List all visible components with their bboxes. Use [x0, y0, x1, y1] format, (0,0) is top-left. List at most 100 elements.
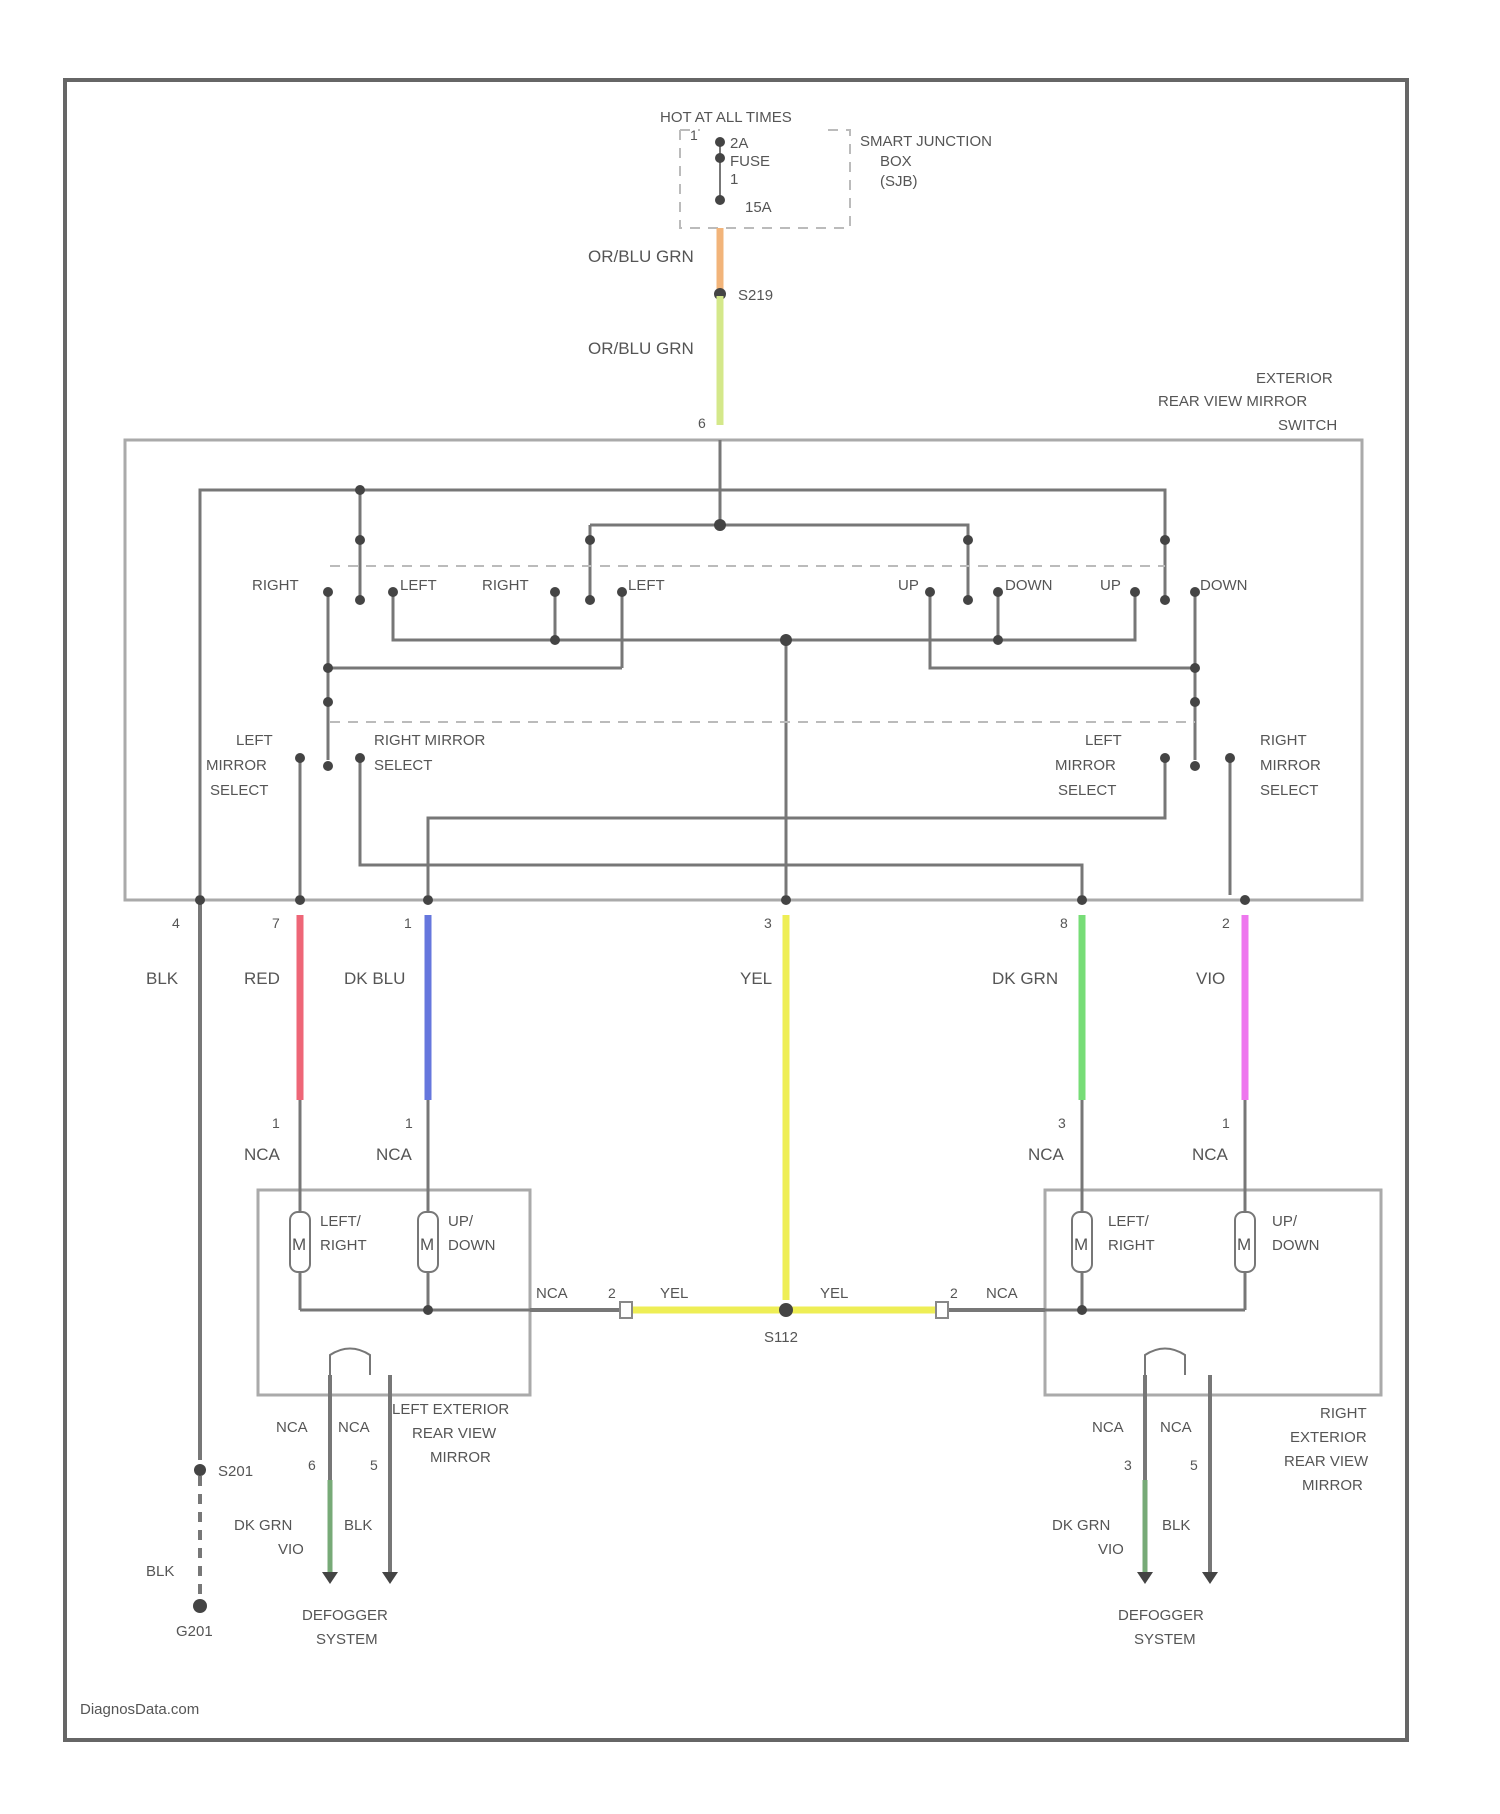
splice-s219-label: S219 [738, 287, 773, 304]
harness-pin-4: 3 [764, 915, 772, 931]
switch-label-left-1: LEFT [400, 577, 437, 594]
right-motor-lr-symbol: M [1074, 1235, 1088, 1254]
right-motor-ud-l2: DOWN [1272, 1237, 1320, 1254]
left-motor-ud-l2: DOWN [448, 1237, 496, 1254]
right-heater-wire-b: BLK [1162, 1517, 1190, 1534]
left-mirror-select-left-l1: LEFT [236, 732, 273, 749]
ground-point [193, 1599, 207, 1613]
right-motor-ud-symbol: M [1237, 1235, 1251, 1254]
left-ground-pin: 2 [608, 1285, 616, 1301]
left-heater-nca-b: NCA [338, 1419, 370, 1436]
right-ground-pin: 2 [950, 1285, 958, 1301]
sjb-name-line2: BOX [880, 153, 912, 170]
harness-color-4: YEL [740, 969, 772, 988]
harness-pin-2: 7 [272, 915, 280, 931]
smart-junction-box: HOT AT ALL TIMES 1 2A FUSE 1 15A SMART J… [660, 109, 992, 228]
right-pin-2: 1 [1222, 1115, 1230, 1131]
left-mirror-select-left-l3: SELECT [210, 782, 268, 799]
switch-label-right-2: RIGHT [482, 577, 529, 594]
harness-color-5: DK GRN [992, 969, 1058, 988]
right-defogger-l1: DEFOGGER [1118, 1607, 1204, 1624]
right-mirror-select-right-l3: SELECT [1260, 782, 1318, 799]
splice-s201-label: S201 [218, 1463, 253, 1480]
sjb-name-line1: SMART JUNCTION [860, 133, 992, 150]
right-mirror-name-l2: EXTERIOR [1290, 1429, 1367, 1446]
ground-circuit: S201 BLK G201 [146, 1463, 253, 1640]
hot-at-all-times-label: HOT AT ALL TIMES [660, 109, 792, 126]
left-mirror-name-l3: MIRROR [430, 1449, 491, 1466]
right-heater-nca-b: NCA [1160, 1419, 1192, 1436]
switch-label-up-2: UP [1100, 577, 1121, 594]
left-heater-wire-a-l2: VIO [278, 1541, 304, 1558]
splice-s201 [194, 1464, 206, 1476]
left-defogger-l1: DEFOGGER [302, 1607, 388, 1624]
switch-name-line1: EXTERIOR [1256, 370, 1333, 387]
switch-label-up-1: UP [898, 577, 919, 594]
right-heater-pin-a: 3 [1124, 1457, 1132, 1473]
fuse-number-label: 1 [730, 171, 738, 188]
switch-name-line3: SWITCH [1278, 417, 1337, 434]
right-heater-pin-b: 5 [1190, 1457, 1198, 1473]
left-mirror-select-right-l2: MIRROR [1055, 757, 1116, 774]
harness-color-6: VIO [1196, 969, 1225, 988]
splice-s112-label: S112 [764, 1329, 798, 1346]
harness-pin-3: 1 [404, 915, 412, 931]
right-mirror-name-l4: MIRROR [1302, 1477, 1363, 1494]
switch-name-line2: REAR VIEW MIRROR [1158, 393, 1307, 410]
right-mirror-name-l3: REAR VIEW [1284, 1453, 1369, 1470]
right-ground-nca: NCA [986, 1285, 1018, 1302]
right-pin-1: 3 [1058, 1115, 1066, 1131]
right-defogger-l2: SYSTEM [1134, 1631, 1196, 1648]
harness-pin-1: 4 [172, 915, 180, 931]
mirror-switch: EXTERIOR REAR VIEW MIRROR SWITCH [125, 370, 1362, 900]
left-mirror-select-right-l3: SELECT [1058, 782, 1116, 799]
sjb-name-line3: (SJB) [880, 173, 918, 190]
left-ground-nca: NCA [536, 1285, 568, 1302]
right-nca-2: NCA [1192, 1145, 1229, 1164]
switch-label-down-2: DOWN [1200, 577, 1248, 594]
left-pin-1: 1 [272, 1115, 280, 1131]
left-mirror-select-left-l2: MIRROR [206, 757, 267, 774]
switch-label-right-1: RIGHT [252, 577, 299, 594]
right-mirror-name-l1: RIGHT [1320, 1405, 1367, 1422]
harness-color-1: BLK [146, 969, 179, 988]
left-mirror-select-right-l1: LEFT [1085, 732, 1122, 749]
switch-outline [125, 440, 1362, 900]
feed-pin-label: 6 [698, 415, 706, 431]
right-motor-lr-l1: LEFT/ [1108, 1213, 1150, 1230]
right-heater-wire-a-l1: DK GRN [1052, 1517, 1110, 1534]
feed-wire-lower-label: OR/BLU GRN [588, 339, 694, 358]
left-heater-wire-b: BLK [344, 1517, 372, 1534]
fuse-word-label: FUSE [730, 153, 770, 170]
left-nca-2: NCA [376, 1145, 413, 1164]
left-mirror-name-l2: REAR VIEW [412, 1425, 497, 1442]
left-mirror-name-l1: LEFT EXTERIOR [392, 1401, 509, 1418]
left-defogger-l2: SYSTEM [316, 1631, 378, 1648]
harness: 4 7 1 3 8 2 BLK RED DK BLU YEL DK GRN VI… [146, 895, 1250, 1460]
left-motor-lr-l1: LEFT/ [320, 1213, 362, 1230]
harness-pin-6: 2 [1222, 915, 1230, 931]
right-heater-wire-a-l2: VIO [1098, 1541, 1124, 1558]
right-mirror-select-left-l1: RIGHT MIRROR [374, 732, 486, 749]
fuse-pin-label: 1 [690, 127, 698, 143]
harness-color-2: RED [244, 969, 280, 988]
right-mirror-select-right-l2: MIRROR [1260, 757, 1321, 774]
left-motor-lr-l2: RIGHT [320, 1237, 367, 1254]
right-ground-wire: YEL [820, 1285, 848, 1302]
feed-wire-upper-label: OR/BLU GRN [588, 247, 694, 266]
switch-label-down-1: DOWN [1005, 577, 1053, 594]
right-motor-ud-l1: UP/ [1272, 1213, 1298, 1230]
center-splice-group: S112 [530, 1302, 1045, 1346]
left-motor-ud-l1: UP/ [448, 1213, 474, 1230]
left-heater-pin-b: 5 [370, 1457, 378, 1473]
right-mirror: 3 1 NCA NCA M M LEFT/ RIGHT UP/ DOWN YEL… [820, 1100, 1381, 1648]
fuse-rating-label: 15A [745, 199, 772, 216]
fuse-amp-label: 2A [730, 135, 748, 152]
left-motor-lr-symbol: M [292, 1235, 306, 1254]
diagram-frame [65, 80, 1407, 1740]
ground-wire-label: BLK [146, 1563, 174, 1580]
right-motor-lr-l2: RIGHT [1108, 1237, 1155, 1254]
right-mirror-outline [1045, 1190, 1381, 1395]
feed-circuit: OR/BLU GRN S219 OR/BLU GRN 6 [588, 228, 773, 431]
